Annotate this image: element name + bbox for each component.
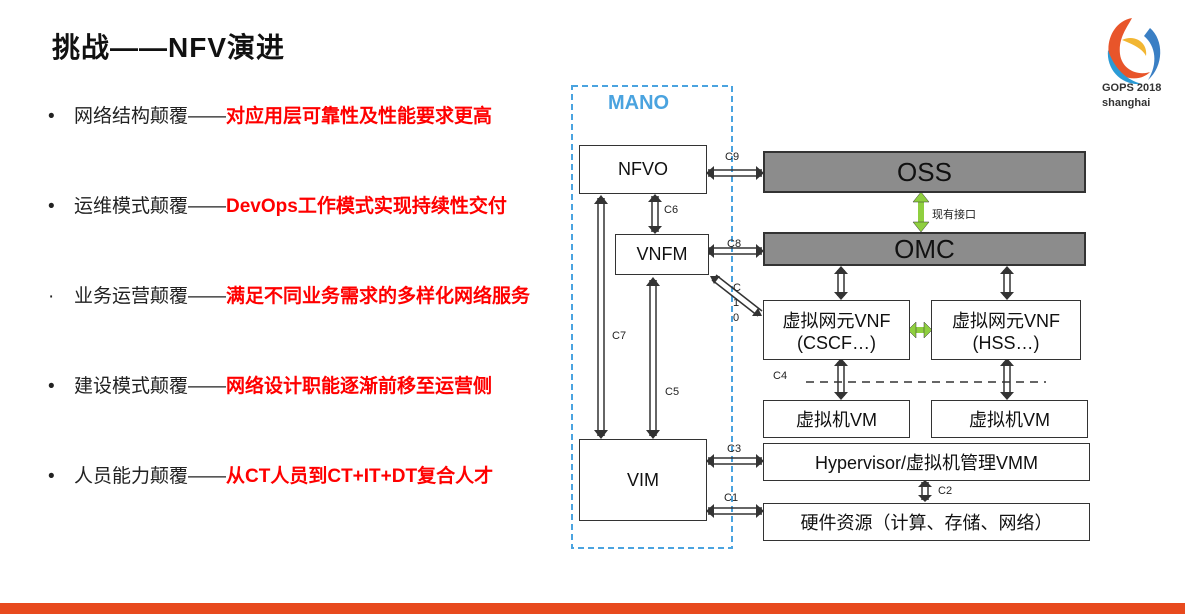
- bullet-item: • 建设模式颠覆——网络设计职能逐渐前移至运营侧: [48, 368, 568, 458]
- page-title: 挑战——NFV演进: [52, 32, 286, 63]
- bullet-item: • 人员能力颠覆——从CT人员到CT+IT+DT复合人才: [48, 458, 568, 548]
- bullet-dot-icon: •: [48, 466, 55, 487]
- c3-connector: [706, 454, 764, 468]
- c1-label: C1: [724, 492, 739, 504]
- c5-label: C5: [665, 386, 680, 398]
- omc-vnf2-connector: [1000, 266, 1014, 300]
- bullet-red-text: DevOps工作模式实现持续性交付: [226, 196, 507, 217]
- vnf1-vm1-connector: [834, 358, 848, 400]
- bullet-plain-text: 人员能力颠覆——: [74, 466, 227, 487]
- vnf-cscf-box: 虚拟网元VNF (CSCF…): [763, 300, 910, 360]
- oss-omc-connector: [912, 191, 930, 233]
- vm2-box: 虚拟机VM: [931, 400, 1088, 438]
- c8-connector: [706, 244, 764, 258]
- bullet-dot-icon: •: [48, 106, 55, 127]
- c6-label: C6: [664, 204, 679, 216]
- c10-label: C10: [733, 282, 741, 324]
- logo-text-year: GOPS 2018: [1102, 82, 1162, 94]
- c6-connector: [648, 194, 662, 234]
- bullet-plain-text: 运维模式颠覆——: [74, 196, 227, 217]
- oss-box: OSS: [763, 151, 1086, 193]
- vm1-box: 虚拟机VM: [763, 400, 910, 438]
- c7-connector: [594, 195, 608, 439]
- bullet-red-text: 对应用层可靠性及性能要求更高: [226, 106, 493, 127]
- omc-box: OMC: [763, 232, 1086, 266]
- bullet-item: • 网络结构颠覆——对应用层可靠性及性能要求更高: [48, 98, 568, 188]
- bullet-item: · 业务运营颠覆——满足不同业务需求的多样化网络服务: [48, 278, 568, 368]
- bullet-list: • 网络结构颠覆——对应用层可靠性及性能要求更高 • 运维模式颠覆——DevOp…: [48, 98, 568, 548]
- c8-label: C8: [727, 238, 742, 250]
- bullet-dot-icon: ·: [48, 286, 55, 307]
- mano-boundary: [571, 85, 733, 549]
- gops-logo-icon: [1107, 18, 1161, 85]
- c9-label: C9: [725, 151, 740, 163]
- logo-text-city: shanghai: [1102, 97, 1151, 109]
- hypervisor-box: Hypervisor/虚拟机管理VMM: [763, 443, 1090, 481]
- c2-label: C2: [938, 485, 953, 497]
- mano-label: MANO: [608, 92, 670, 114]
- c3-label: C3: [727, 443, 742, 455]
- existing-interface-label: 现有接口: [932, 209, 976, 221]
- vnf2-vm2-connector: [1000, 358, 1014, 400]
- vnf-hss-box: 虚拟网元VNF (HSS…): [931, 300, 1081, 360]
- bullet-red-text: 网络设计职能逐渐前移至运营侧: [226, 376, 493, 397]
- c1-connector: [706, 504, 764, 518]
- bullet-plain-text: 建设模式颠覆——: [74, 376, 227, 397]
- c5-connector: [646, 277, 660, 439]
- hardware-box: 硬件资源（计算、存储、网络）: [763, 503, 1090, 541]
- c7-label: C7: [612, 330, 627, 342]
- c10-connector: [710, 274, 763, 317]
- vim-box: VIM: [579, 439, 707, 521]
- bullet-dot-icon: •: [48, 196, 55, 217]
- nfvo-box: NFVO: [579, 145, 707, 194]
- bullet-red-text: 从CT人员到CT+IT+DT复合人才: [226, 466, 494, 487]
- bullet-red-text: 满足不同业务需求的多样化网络服务: [226, 286, 531, 307]
- c2-connector: [918, 480, 932, 502]
- vnfm-box: VNFM: [615, 234, 709, 275]
- bullet-item: • 运维模式颠覆——DevOps工作模式实现持续性交付: [48, 188, 568, 278]
- bullet-dot-icon: •: [48, 376, 55, 397]
- c9-connector: [706, 166, 764, 180]
- vnf-vnf-connector: [907, 321, 933, 339]
- c4-label: C4: [773, 370, 788, 382]
- omc-vnf1-connector: [834, 266, 848, 300]
- bottom-accent-bar: [0, 603, 1185, 614]
- bullet-plain-text: 业务运营颠覆——: [74, 286, 227, 307]
- bullet-plain-text: 网络结构颠覆——: [74, 106, 227, 127]
